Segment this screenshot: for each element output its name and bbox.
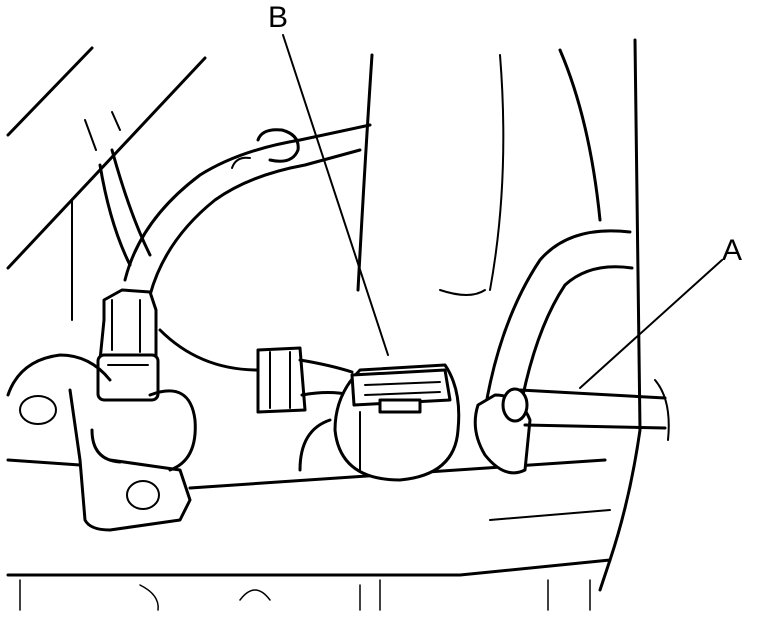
callout-a-label: A — [722, 234, 742, 267]
callout-b-label: B — [268, 1, 288, 34]
sensor-connector-left — [96, 288, 160, 402]
body-panel-right — [356, 38, 642, 592]
mounting-bracket-left — [6, 353, 197, 532]
wire-harness — [98, 123, 372, 297]
leader-line-b — [282, 34, 389, 356]
body-frame-upper-left — [6, 46, 207, 321]
leader-line-a — [579, 259, 723, 389]
hose-a — [473, 229, 670, 475]
cross-member — [6, 458, 612, 611]
component-b — [298, 363, 461, 482]
center-wire-connector — [158, 328, 354, 414]
leader-lines — [282, 34, 723, 389]
